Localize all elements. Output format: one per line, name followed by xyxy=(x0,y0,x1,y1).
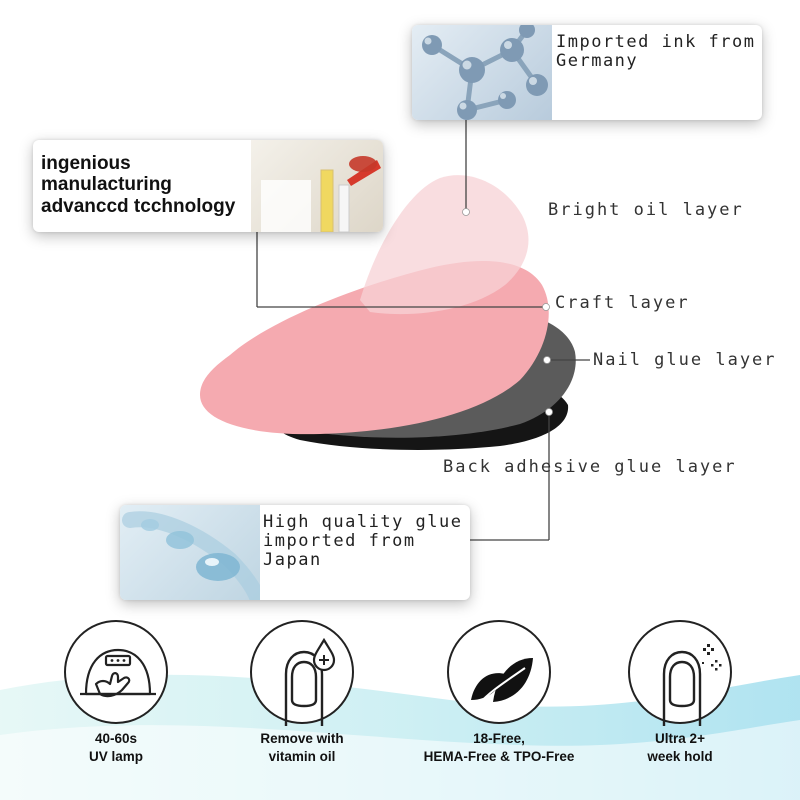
card-manufacturing-technology: ingenious manulacturing advanccd tcchnol… xyxy=(33,140,383,232)
card-tech-line1: ingenious xyxy=(41,153,131,174)
label-back-adhesive-layer: Back adhesive glue layer xyxy=(443,457,737,477)
feature-oil-line2: vitamin oil xyxy=(268,748,336,764)
label-bright-oil-layer: Bright oil layer xyxy=(548,200,744,220)
laboratory-image xyxy=(251,140,383,232)
leaf-icon xyxy=(471,658,533,705)
label-craft-layer: Craft layer xyxy=(555,293,690,313)
card-japanese-glue: High quality glue imported from Japan xyxy=(120,505,470,600)
card-glue-line1: High quality glue xyxy=(263,512,463,532)
feature-uv-line2: UV lamp xyxy=(88,748,143,764)
card-ink-line2: Germany xyxy=(556,51,639,72)
feature-free-line1: 18-Free, xyxy=(473,731,525,746)
uv-lamp-icon xyxy=(80,648,156,698)
molecule-image xyxy=(412,25,552,120)
feature-free-line2: HEMA-Free & TPO-Free xyxy=(423,748,575,764)
card-tech-line2: manulacturing xyxy=(41,174,172,196)
card-imported-ink: Imported ink from Germany xyxy=(412,25,762,120)
glue-drop-image xyxy=(120,505,260,600)
feature-hold-line2: week hold xyxy=(647,748,713,764)
sparkle-nail-icon xyxy=(662,644,722,726)
card-tech-line3: advanccd tcchnology xyxy=(41,195,236,217)
feature-hold-line1: Ultra 2+ xyxy=(655,731,705,746)
layer-bright-oil xyxy=(360,175,529,315)
feature-oil-line1: Remove with xyxy=(260,731,344,746)
feature-uv-line1: 40-60s xyxy=(94,731,138,746)
card-glue-line2: imported from xyxy=(263,531,416,552)
nail-oil-drop-icon xyxy=(284,637,336,726)
card-glue-line3: Japan xyxy=(263,550,322,571)
label-nail-glue-layer: Nail glue layer xyxy=(593,350,777,370)
feature-row: 40-60s UV lamp Remove with vitamin oil xyxy=(0,620,800,800)
card-ink-line1: Imported ink from xyxy=(556,32,756,52)
